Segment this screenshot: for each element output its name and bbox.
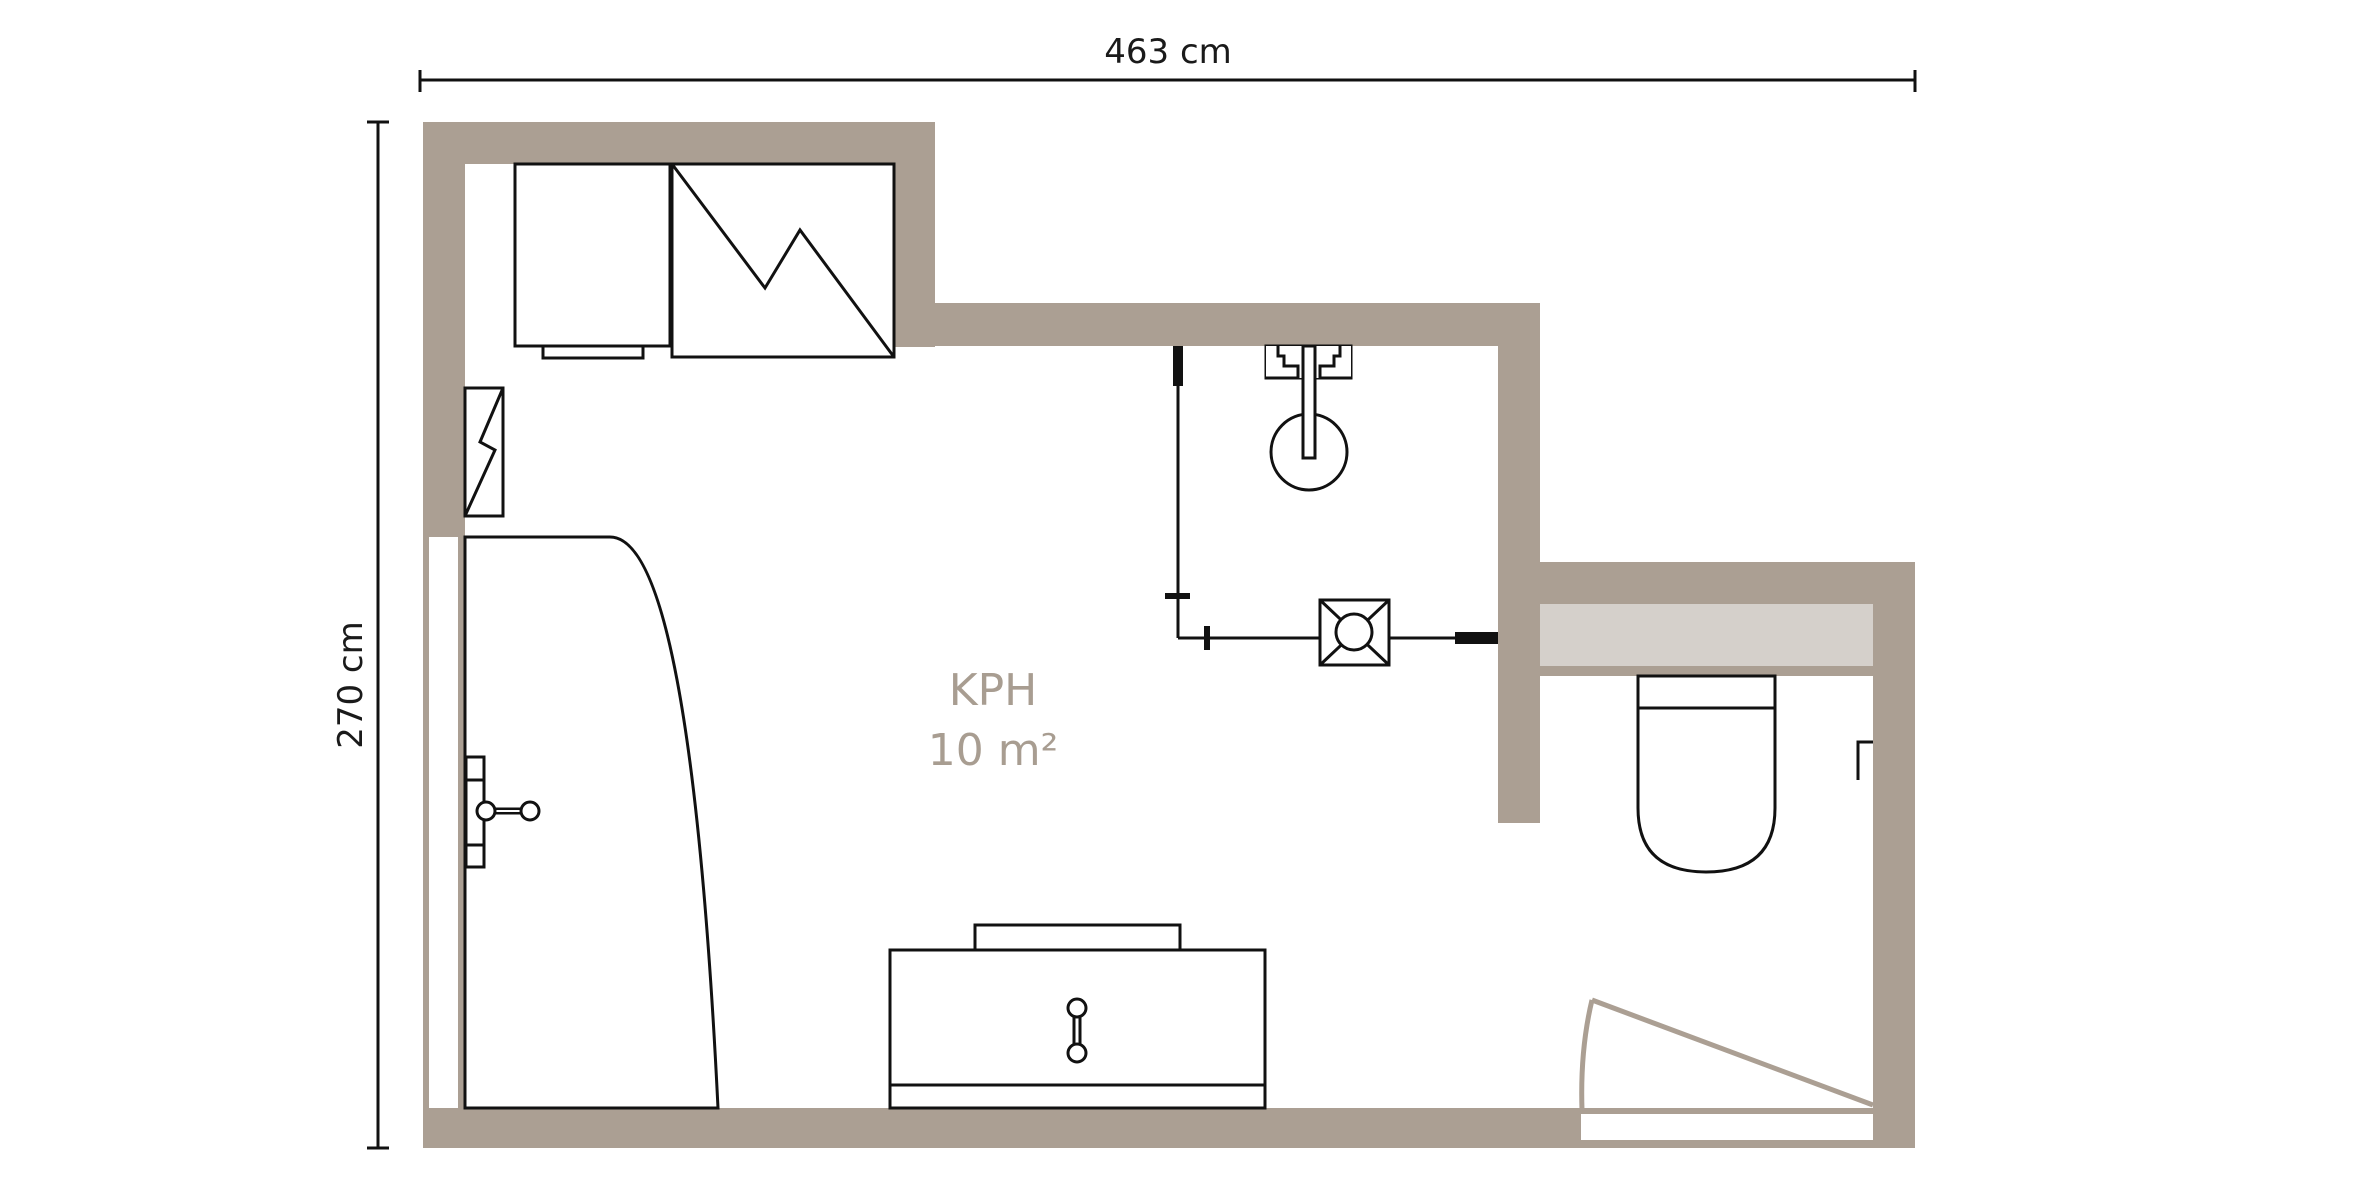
room-name: KPH: [949, 665, 1037, 716]
door-opening: [1581, 1114, 1873, 1140]
washing-machine: [513, 162, 672, 360]
walls: [423, 122, 1915, 1148]
room-label: KPH 10 m²: [928, 665, 1058, 776]
width-dimension: 463 cm: [418, 32, 1917, 92]
shower-drain-icon: [1318, 598, 1391, 667]
height-label: 270 cm: [331, 621, 371, 749]
width-label: 463 cm: [1104, 32, 1232, 72]
shower-enclosure: [1165, 346, 1498, 650]
window-sill: [1540, 604, 1873, 666]
toilet: [1636, 674, 1777, 874]
room-area: 10 m²: [928, 725, 1058, 776]
door: [1579, 997, 1874, 1111]
wall-cabinet: [463, 386, 505, 518]
vanity-faucet-icon: [1066, 997, 1088, 1064]
bathtub-faucet-icon: [464, 755, 541, 869]
tall-cabinet: [670, 162, 896, 359]
height-dimension: 270 cm: [331, 120, 389, 1150]
toilet-paper-holder-icon: [1856, 740, 1873, 780]
left-window: [429, 537, 458, 1108]
bathtub: [463, 535, 720, 1110]
sink: [1264, 344, 1353, 492]
